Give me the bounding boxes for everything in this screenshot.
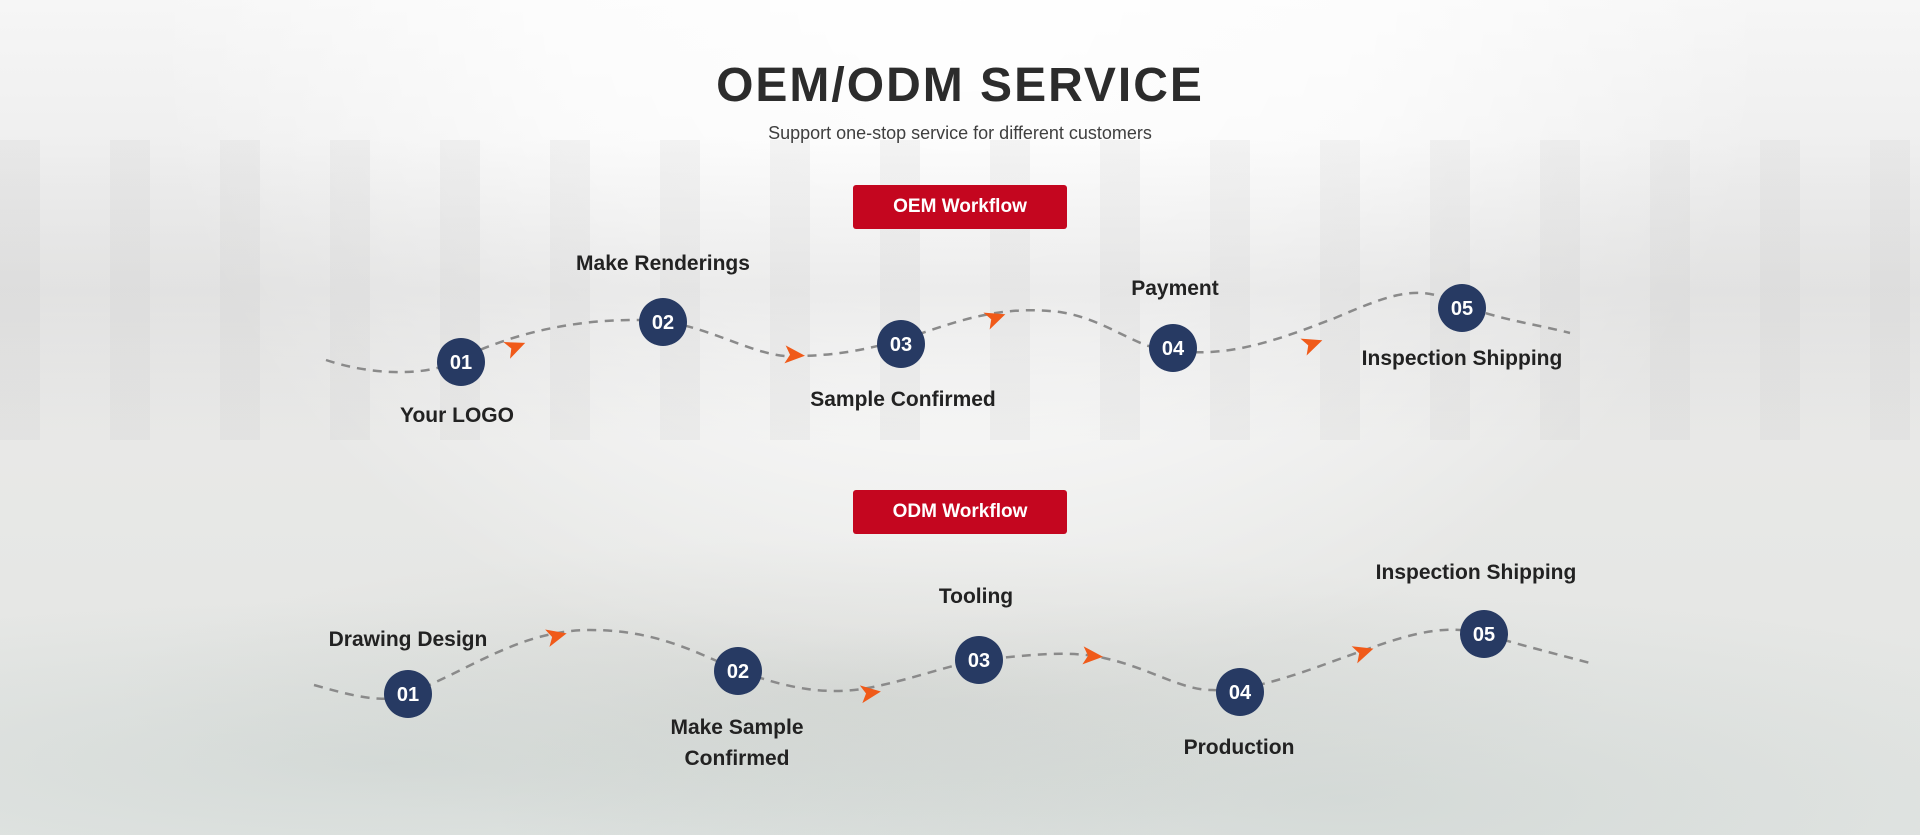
step-node (955, 636, 1003, 684)
odm-step-03: 03 Tooling (939, 585, 1013, 684)
step-label: Payment (1131, 277, 1219, 300)
step-node (1149, 324, 1197, 372)
oem-arrow-3 (983, 305, 1009, 330)
step-number: 02 (727, 661, 749, 683)
step-number: 05 (1451, 298, 1473, 320)
oem-step-04: 04 Payment (1131, 277, 1219, 372)
step-label: Sample Confirmed (810, 388, 996, 411)
step-label-line-1: Make Sample (670, 716, 803, 739)
odm-step-02: 02 Make Sample Confirmed (670, 647, 804, 770)
odm-step-01: 01 Drawing Design (329, 628, 488, 718)
step-number: 01 (397, 684, 419, 706)
step-number: 04 (1162, 338, 1185, 360)
step-node (1460, 610, 1508, 658)
step-node (1216, 668, 1264, 716)
step-label: Inspection Shipping (1376, 561, 1577, 584)
odm-step-05: 05 Inspection Shipping (1376, 561, 1577, 658)
odm-arrow-3 (1082, 646, 1104, 666)
step-node (714, 647, 762, 695)
step-label: Make Renderings (576, 252, 750, 275)
oem-step-01: 01 Your LOGO (400, 338, 514, 427)
page-title: OEM/ODM SERVICE (716, 59, 1204, 112)
step-label: Your LOGO (400, 404, 514, 427)
step-label: Drawing Design (329, 628, 488, 651)
step-node (877, 320, 925, 368)
odm-flow-path (313, 628, 1591, 701)
step-node (437, 338, 485, 386)
oem-flow-path (325, 291, 1571, 374)
step-node (639, 298, 687, 346)
step-number: 01 (450, 352, 472, 374)
step-number: 02 (652, 312, 674, 334)
oem-arrow-4 (1300, 331, 1326, 356)
step-number: 04 (1229, 682, 1252, 704)
odm-workflow-badge: ODM Workflow (853, 490, 1067, 534)
step-number: 03 (968, 650, 990, 672)
step-node (384, 670, 432, 718)
oem-step-02: 02 Make Renderings (576, 252, 750, 346)
oem-step-03: 03 Sample Confirmed (810, 320, 996, 411)
step-number: 05 (1473, 624, 1495, 646)
page-subtitle: Support one-stop service for different c… (768, 123, 1152, 143)
step-label: Production (1184, 736, 1295, 759)
oem-workflow: 01 Your LOGO 02 Make Renderings 03 Sampl… (325, 252, 1571, 427)
step-number: 03 (890, 334, 912, 356)
step-label-line-2: Confirmed (685, 747, 790, 770)
oem-step-05: 05 Inspection Shipping (1362, 284, 1563, 370)
odm-arrow-2 (859, 682, 883, 704)
step-node (1438, 284, 1486, 332)
odm-step-04: 04 Production (1184, 668, 1295, 759)
odm-arrow-4 (1351, 640, 1377, 664)
step-label: Inspection Shipping (1362, 347, 1563, 370)
odm-workflow: 01 Drawing Design 02 Make Sample Confirm… (313, 561, 1591, 770)
oem-workflow-badge: OEM Workflow (853, 185, 1067, 229)
step-label: Tooling (939, 585, 1013, 608)
oem-arrow-2 (784, 345, 806, 365)
